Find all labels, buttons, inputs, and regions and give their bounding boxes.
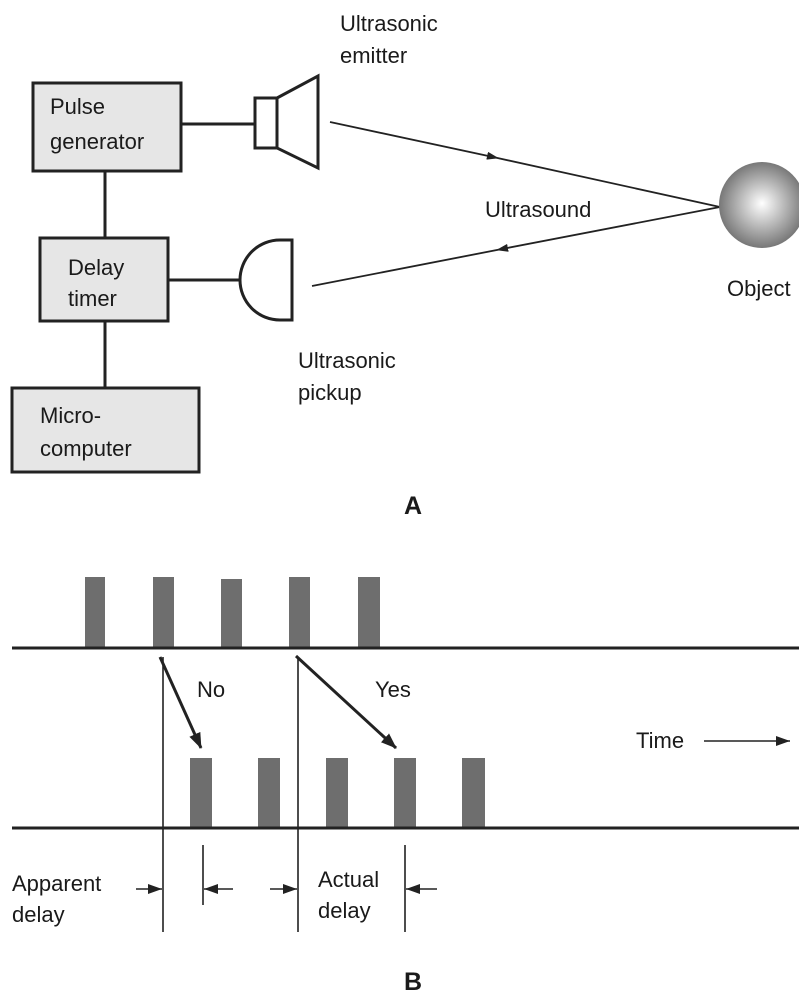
panel-a-label: A bbox=[404, 492, 422, 520]
received-pulse bbox=[326, 758, 348, 828]
received-pulse-train bbox=[190, 758, 485, 828]
pulse-generator-box bbox=[31, 81, 183, 173]
transmitted-pulse bbox=[289, 577, 310, 648]
transmitted-pulse bbox=[153, 577, 174, 648]
transmitted-pulse bbox=[358, 577, 380, 648]
object-label: Object bbox=[727, 276, 791, 301]
emitter-horn bbox=[275, 73, 320, 171]
transmitted-pulse bbox=[85, 577, 105, 648]
pickup-label-line1: Ultrasonic bbox=[298, 348, 396, 373]
actual-delay-label-line2: delay bbox=[318, 898, 371, 923]
emitter-label-line2: emitter bbox=[340, 43, 407, 68]
apparent-delay-label-line1: Apparent bbox=[12, 871, 101, 896]
microcomputer-block: Micro- computer bbox=[10, 386, 201, 474]
received-pulse bbox=[190, 758, 212, 828]
delay-timer-label-line2: timer bbox=[68, 286, 117, 311]
ultrasound-label: Ultrasound bbox=[485, 197, 591, 222]
pulse-generator-label-line2: generator bbox=[50, 129, 144, 154]
pulse-generator-block: Pulse generator bbox=[31, 81, 183, 173]
right-match-arrow bbox=[294, 654, 398, 750]
transmitted-pulse bbox=[221, 579, 242, 648]
microcomputer-box bbox=[10, 386, 201, 474]
actual-delay-label-line1: Actual bbox=[318, 867, 379, 892]
object-sphere bbox=[719, 162, 799, 248]
emitter-body bbox=[253, 96, 279, 150]
received-pulse bbox=[394, 758, 416, 828]
panel-b-label: B bbox=[404, 968, 422, 996]
ultrasonic-emitter bbox=[253, 73, 320, 171]
ultrasonic-pickup bbox=[238, 238, 294, 322]
pickup-label-line2: pickup bbox=[298, 380, 362, 405]
emitter-label-line1: Ultrasonic bbox=[340, 11, 438, 36]
delay-timer-label-line1: Delay bbox=[68, 255, 124, 280]
panel-a: Ultrasonic emitter Pulse generator Delay… bbox=[10, 11, 799, 520]
wrong-match-label: No bbox=[197, 677, 225, 702]
microcomputer-label-line2: computer bbox=[40, 436, 132, 461]
wrong-match-arrow bbox=[158, 656, 203, 749]
right-match-label: Yes bbox=[375, 677, 411, 702]
time-label: Time bbox=[636, 728, 684, 753]
panel-b: No Yes Time Apparent delay Actual delay … bbox=[12, 577, 799, 996]
received-pulse bbox=[258, 758, 280, 828]
returning-ultrasound-beam bbox=[311, 206, 721, 287]
received-pulse bbox=[462, 758, 485, 828]
pulse-generator-label-line1: Pulse bbox=[50, 94, 105, 119]
apparent-delay-label-line2: delay bbox=[12, 902, 65, 927]
delay-timer-block: Delay timer bbox=[38, 236, 170, 323]
microcomputer-label-line1: Micro- bbox=[40, 403, 101, 428]
outgoing-ultrasound-beam bbox=[329, 121, 721, 208]
transmitted-pulse-train bbox=[85, 577, 380, 648]
